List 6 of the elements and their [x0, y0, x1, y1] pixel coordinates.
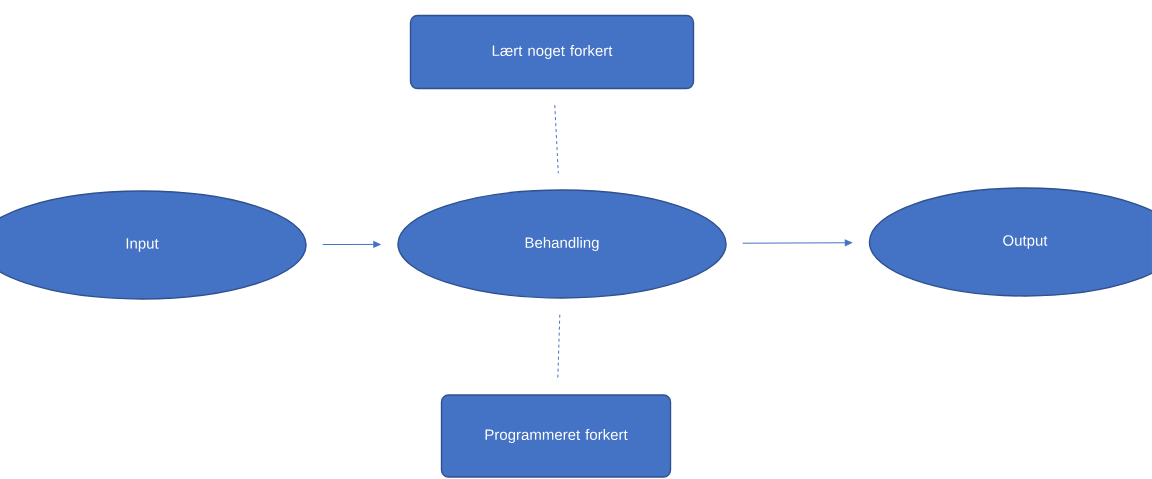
- arrow: [322, 241, 381, 248]
- process-box: Programmeret forkert: [440, 394, 672, 478]
- process-box: Lært noget forkert: [409, 14, 695, 90]
- dashed-line: [557, 314, 561, 379]
- dashed-line: [554, 104, 559, 174]
- arrow: [742, 239, 852, 247]
